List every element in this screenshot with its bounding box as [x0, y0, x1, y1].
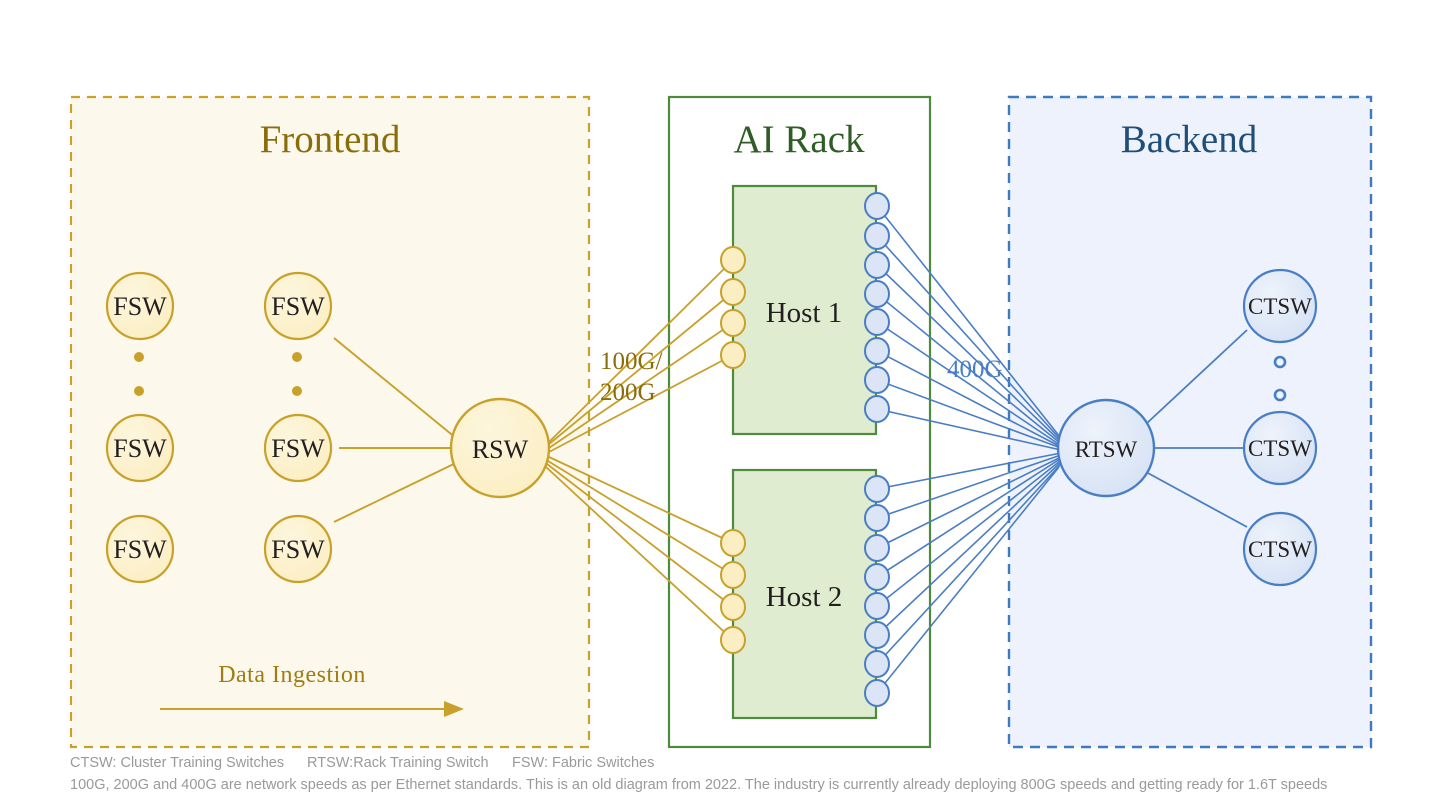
speed-label-frontend-line2: 200G: [600, 379, 656, 406]
fsw-label: FSW: [113, 535, 167, 564]
ctsw-label: CTSW: [1248, 537, 1312, 562]
host-port-blue[interactable]: [864, 308, 890, 336]
ellipsis-dot: [134, 386, 144, 396]
host-port-gold[interactable]: [720, 561, 746, 589]
host-port-gold[interactable]: [720, 246, 746, 274]
fsw-label: FSW: [271, 535, 325, 564]
ctsw-node[interactable]: [1242, 410, 1318, 486]
host-port-blue[interactable]: [864, 504, 890, 532]
ctsw-node[interactable]: [1242, 268, 1318, 344]
rsw-to-host-links: [545, 259, 734, 641]
ctsw-label: CTSW: [1248, 436, 1312, 461]
host-port-blue[interactable]: [864, 222, 890, 250]
host-port-blue[interactable]: [864, 679, 890, 707]
fsw-node[interactable]: [263, 271, 333, 341]
host-port-gold[interactable]: [720, 341, 746, 369]
host-port-gold[interactable]: [720, 309, 746, 337]
host-2-to-rtsw-links: [876, 452, 1062, 694]
fsw-label: FSW: [113, 292, 167, 321]
legend-rtsw: RTSW:Rack Training Switch: [307, 755, 489, 771]
host-port-gold[interactable]: [720, 593, 746, 621]
ellipsis-dot: [292, 386, 302, 396]
host-1-left-ports: [720, 246, 746, 369]
ellipsis-ring: [1273, 388, 1287, 402]
fsw-node[interactable]: [105, 413, 175, 483]
legend-fsw: FSW: Fabric Switches: [512, 755, 654, 771]
host-port-gold[interactable]: [720, 278, 746, 306]
rtsw-label: RTSW: [1075, 437, 1138, 462]
host-port-gold[interactable]: [720, 626, 746, 654]
speed-label-frontend-line1: 100G/: [600, 348, 663, 375]
ellipsis-ring: [1273, 355, 1287, 369]
host-port-blue[interactable]: [864, 592, 890, 620]
ctsw-label: CTSW: [1248, 294, 1312, 319]
host-port-blue[interactable]: [864, 192, 890, 220]
host-1-label: Host 1: [766, 297, 843, 329]
fsw-label: FSW: [271, 292, 325, 321]
host-port-blue[interactable]: [864, 621, 890, 649]
fsw-to-rsw-links: [333, 337, 463, 523]
legend-ctsw: CTSW: Cluster Training Switches: [70, 755, 284, 771]
fsw-column-2: FSW FSW FSW: [263, 271, 333, 584]
host-2-label: Host 2: [766, 581, 843, 613]
caption-note: 100G, 200G and 400G are network speeds a…: [70, 777, 1327, 793]
host-port-blue[interactable]: [864, 475, 890, 503]
rtsw-node[interactable]: [1056, 398, 1156, 498]
ellipsis-dot: [134, 352, 144, 362]
ellipsis-dot: [292, 352, 302, 362]
fsw-column-1: FSW FSW FSW: [105, 271, 175, 584]
backend-title: Backend: [1121, 118, 1258, 161]
host-port-blue[interactable]: [864, 280, 890, 308]
rtsw-to-ctsw-links: [1145, 329, 1248, 528]
host-2-right-ports: [864, 475, 890, 707]
host-port-blue[interactable]: [864, 337, 890, 365]
frontend-title: Frontend: [260, 118, 401, 161]
ctsw-node[interactable]: [1242, 511, 1318, 587]
host-1-right-ports: [864, 192, 890, 423]
host-port-blue[interactable]: [864, 534, 890, 562]
speed-label-backend: 400G: [947, 356, 1003, 383]
host-2-left-ports: [720, 529, 746, 654]
fsw-node[interactable]: [263, 514, 333, 584]
fsw-node[interactable]: [105, 271, 175, 341]
host-port-blue[interactable]: [864, 650, 890, 678]
host-port-blue[interactable]: [864, 395, 890, 423]
host-1-box[interactable]: [731, 184, 878, 436]
rsw-label: RSW: [472, 435, 529, 464]
data-ingestion-label: Data Ingestion: [218, 662, 366, 688]
airack-title: AI Rack: [733, 118, 865, 161]
fsw-node[interactable]: [263, 413, 333, 483]
host-port-gold[interactable]: [720, 529, 746, 557]
backend-zone: [1007, 95, 1373, 749]
fsw-label: FSW: [271, 434, 325, 463]
ctsw-column: CTSW CTSW CTSW: [1242, 268, 1318, 587]
host-port-blue[interactable]: [864, 563, 890, 591]
fsw-label: FSW: [113, 434, 167, 463]
fsw-node[interactable]: [105, 514, 175, 584]
host-1-to-rtsw-links: [876, 205, 1062, 451]
host-port-blue[interactable]: [864, 366, 890, 394]
rsw-node[interactable]: [449, 397, 551, 499]
host-port-blue[interactable]: [864, 251, 890, 279]
